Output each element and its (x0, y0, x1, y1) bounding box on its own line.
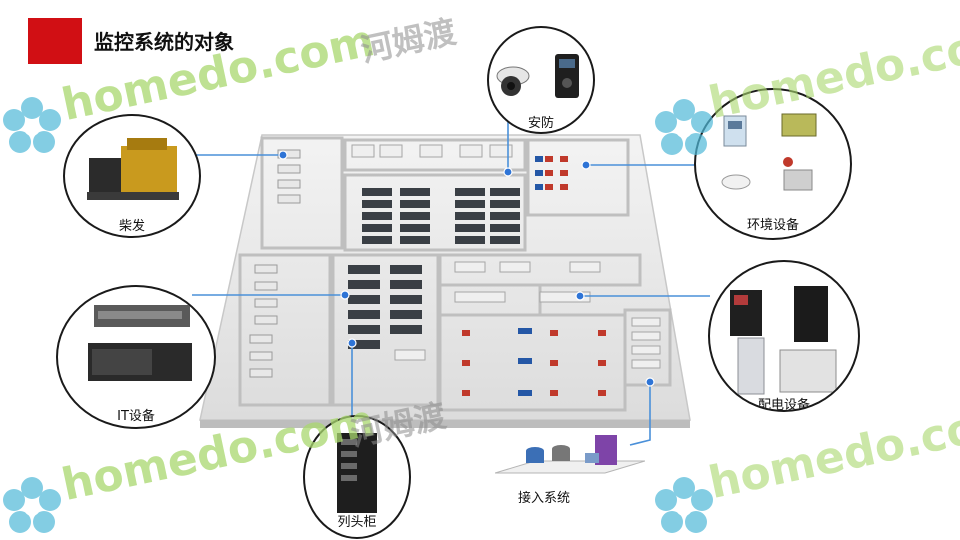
environment-sensor-icon (721, 113, 817, 191)
rack-head-label: 列头柜 (337, 515, 377, 530)
it-label: IT设备 (117, 409, 155, 424)
security-label: 安防 (527, 116, 554, 131)
watermark-flower-icon (3, 97, 61, 153)
access-label: 接入系统 (518, 491, 571, 506)
it-server-icon (88, 305, 192, 381)
rack-head-circle: 列头柜 (303, 415, 411, 539)
rack-cabinet-icon (337, 433, 377, 513)
diesel-label: 柴发 (118, 219, 145, 234)
it-circle: IT设备 (56, 285, 216, 429)
environment-label: 环境设备 (746, 218, 799, 233)
access-network-icon (495, 435, 645, 474)
security-camera-icon (496, 54, 579, 98)
page-title: 监控系统的对象 (94, 30, 234, 54)
power-label: 配电设备 (757, 398, 810, 412)
connector-dots (278, 150, 655, 387)
watermark-flower-icon (655, 477, 713, 533)
connector-lines (192, 115, 710, 446)
title-marker (28, 18, 82, 64)
security-circle: 安防 (487, 26, 595, 134)
diesel-generator-icon (87, 138, 179, 200)
diesel-circle: 柴发 (63, 114, 201, 238)
watermark-flower-icon (655, 99, 713, 155)
power-distribution-icon (730, 286, 837, 395)
watermark-flower-icon (3, 477, 61, 533)
environment-circle: 环境设备 (694, 88, 852, 240)
power-circle: 配电设备 (708, 260, 860, 412)
